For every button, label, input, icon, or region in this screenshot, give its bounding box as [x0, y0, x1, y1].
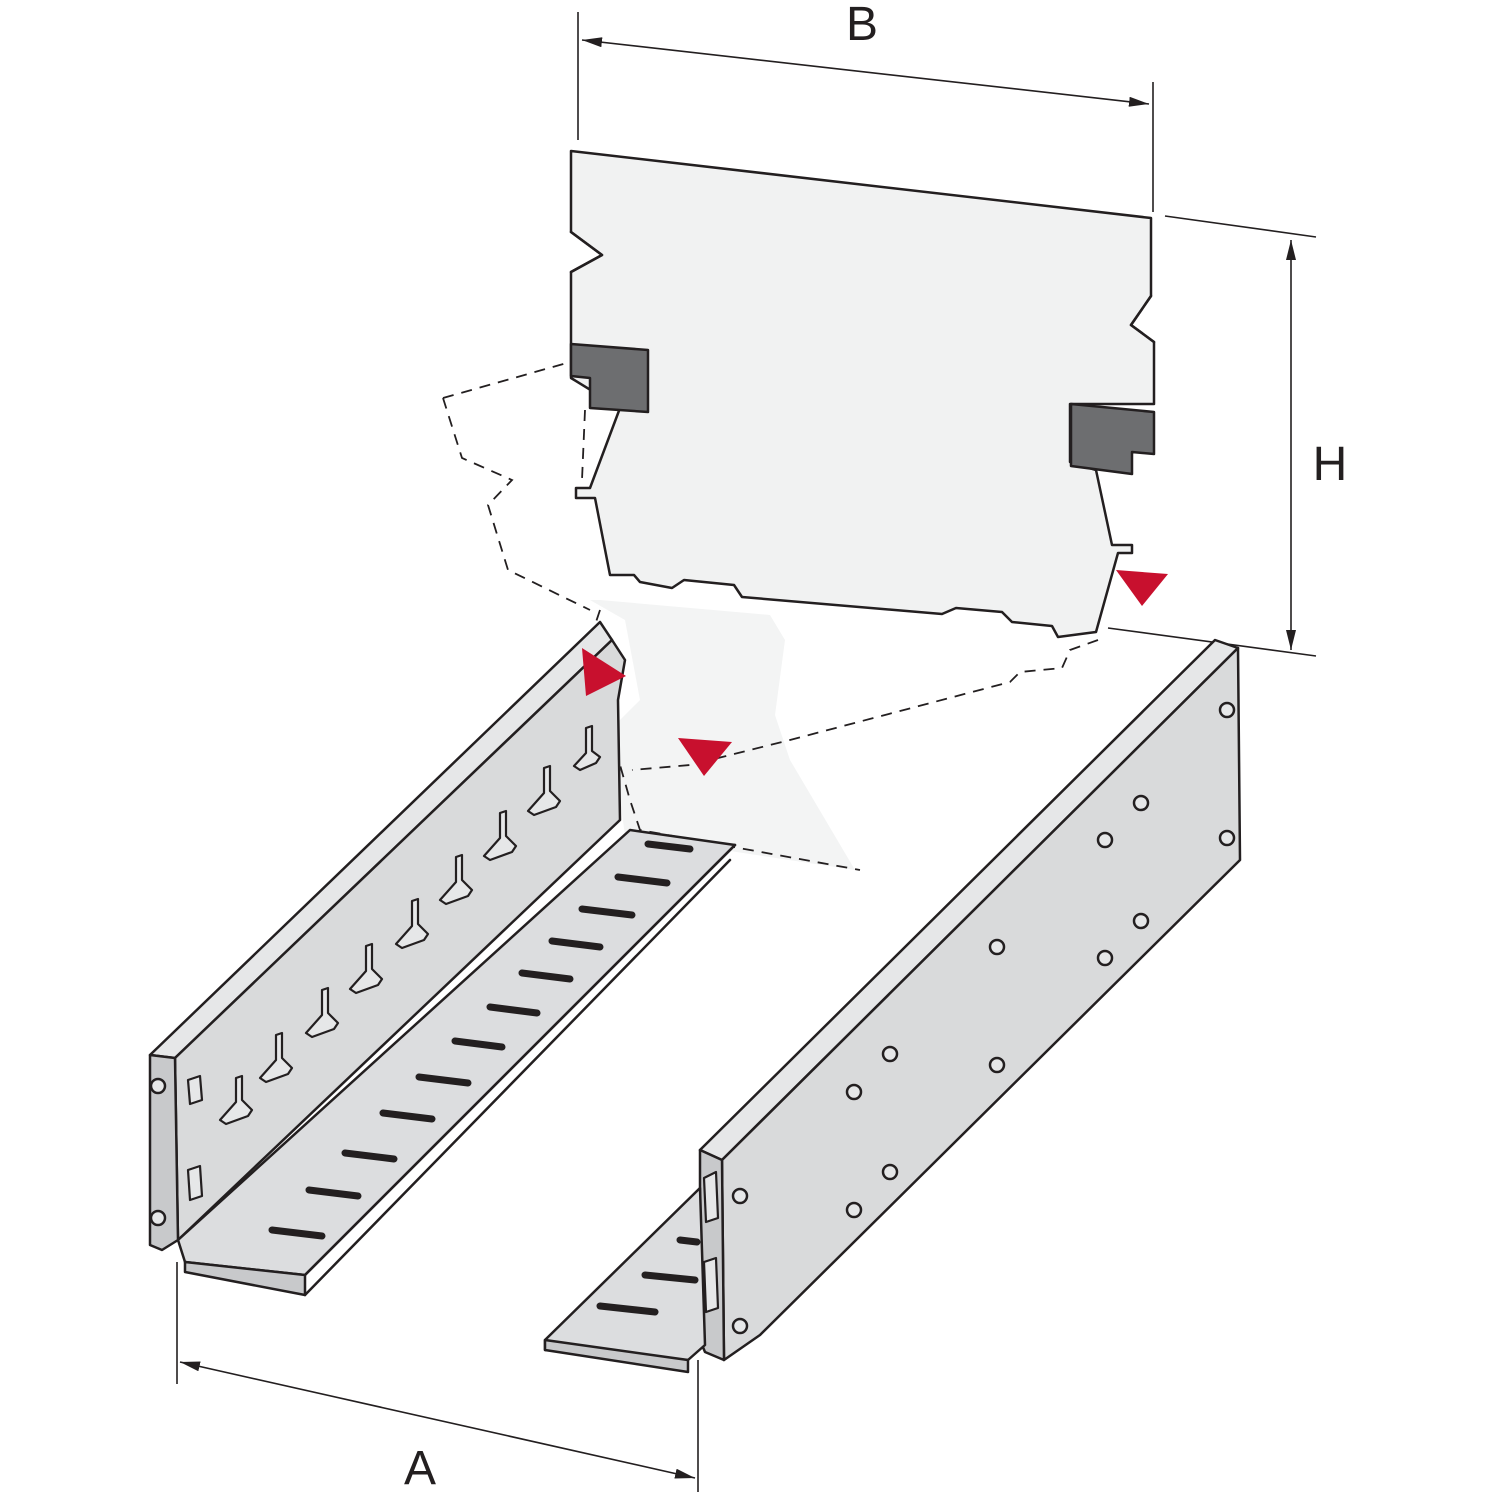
ghost-panel-lower-edge [609, 729, 861, 871]
hole [881, 1045, 899, 1063]
left-rail-slots [268, 840, 694, 1240]
dimension-h: H [1107, 215, 1348, 657]
left-rail-floor-front-edge [303, 843, 737, 1277]
left-rail-hooks [218, 724, 602, 1126]
dimension-b: B [577, 0, 1154, 212]
direction-markers [582, 570, 1168, 776]
hole [1132, 794, 1150, 812]
left-clip-block [569, 342, 650, 414]
right-rail-holes [731, 701, 1236, 1335]
slot [596, 1302, 659, 1316]
dimension-b-arrow [581, 37, 1150, 107]
dimension-a: A [176, 1262, 699, 1495]
hole [1096, 831, 1114, 849]
left-rail-square-hole-top [186, 1074, 204, 1106]
dimension-a-arrow [179, 1361, 696, 1479]
slot [548, 937, 604, 951]
panel-right-notch [1129, 294, 1156, 344]
right-rail-latch-bottom [702, 1256, 720, 1314]
slot [644, 840, 694, 853]
right-rail-latch-top [702, 1170, 720, 1224]
red-arrow-down-marker-center [678, 738, 732, 776]
red-arrow-down-marker-right [1116, 570, 1168, 606]
left-rail [148, 620, 737, 1297]
left-rail-end-hole-bottom [149, 1209, 167, 1227]
left-rail-floor-bottom-edge [303, 858, 732, 1297]
hole [1096, 949, 1114, 967]
slot [676, 1236, 701, 1246]
hook [572, 724, 602, 772]
hook [304, 986, 340, 1039]
dimension-b-label: B [846, 0, 878, 51]
hook [394, 897, 430, 950]
left-rail-end-bracket [148, 1053, 180, 1252]
ghost-panel-left-edge [442, 397, 591, 611]
dimension-a-label: A [404, 1442, 436, 1495]
left-rail-end-hole-top [149, 1077, 167, 1095]
right-rail-floor [543, 1186, 707, 1362]
hook [348, 942, 384, 995]
slot [486, 1003, 541, 1017]
ghost-panel-inner-edge [581, 409, 586, 481]
slot [341, 1149, 398, 1163]
right-rail [543, 638, 1242, 1374]
hole [1218, 701, 1236, 719]
slot [451, 1037, 506, 1051]
slot [415, 1073, 472, 1087]
hole [988, 1056, 1006, 1074]
partition-panel [569, 149, 1156, 639]
hook [482, 809, 518, 862]
right-clip-block [1069, 402, 1156, 476]
slot [305, 1186, 362, 1200]
slot [379, 1109, 436, 1123]
hole [1132, 912, 1150, 930]
partition-panel-body [569, 149, 1156, 639]
red-arrow-right-marker [582, 648, 626, 696]
ghost-panel-fill [590, 600, 855, 870]
hook [438, 853, 474, 906]
hole [845, 1083, 863, 1101]
hook [526, 764, 562, 817]
hole [1218, 829, 1236, 847]
hole [731, 1317, 749, 1335]
dimension-h-extension-top [1164, 215, 1317, 238]
slot [641, 1271, 699, 1284]
left-rail-square-hole-bottom [186, 1164, 204, 1202]
panel-left-notch [569, 230, 604, 274]
hole [988, 938, 1006, 956]
slot [578, 905, 636, 919]
right-rail-face [720, 646, 1242, 1362]
slot [614, 873, 671, 887]
hook [218, 1074, 254, 1126]
slot [268, 1226, 326, 1240]
hole [881, 1163, 899, 1181]
hole [731, 1187, 749, 1205]
slot [518, 969, 574, 983]
dimension-h-label: H [1313, 438, 1348, 491]
hole [845, 1201, 863, 1219]
hook [258, 1031, 294, 1084]
right-rail-slots [596, 1236, 701, 1316]
